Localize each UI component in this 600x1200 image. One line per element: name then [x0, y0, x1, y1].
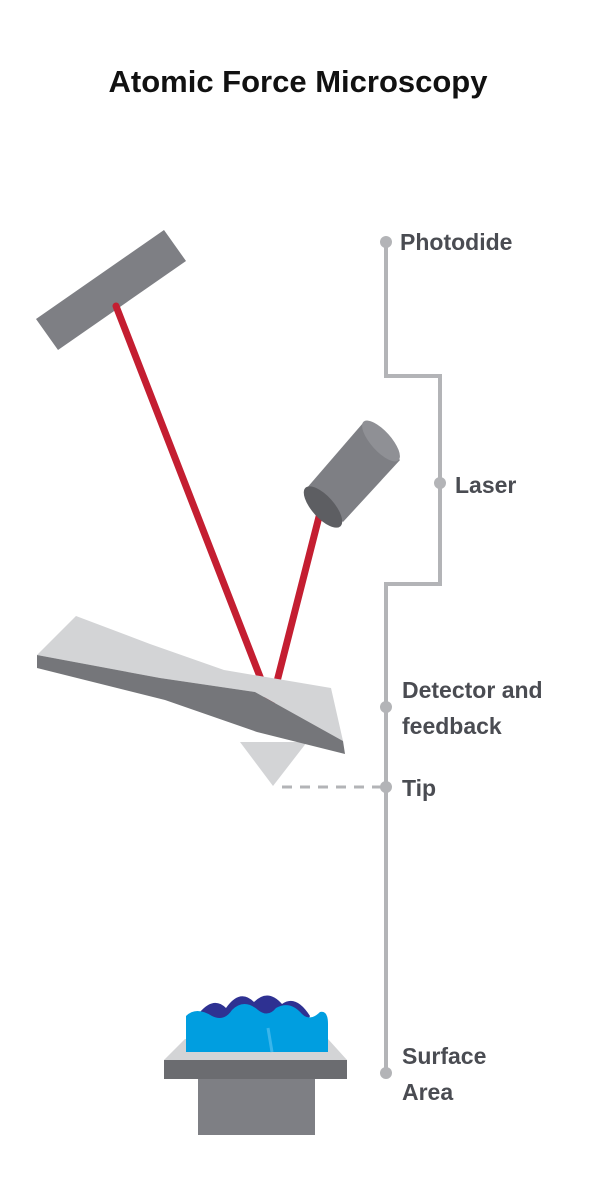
label-connector — [282, 236, 446, 1079]
laser-aperture — [303, 486, 343, 528]
cantilever — [37, 616, 345, 786]
surface-label-line2: Area — [402, 1079, 453, 1105]
tip-dot — [380, 781, 392, 793]
photodiode-label: Photodide — [400, 229, 512, 255]
detector-label-line2: feedback — [402, 713, 502, 739]
sample-seam — [266, 1027, 274, 1053]
page-title: Atomic Force Microscopy — [109, 64, 489, 99]
laser-cap — [362, 420, 400, 462]
laser-label: Laser — [455, 472, 516, 498]
surface-dot — [380, 1067, 392, 1079]
tip-shadow — [240, 742, 307, 786]
incident-laser-beam — [267, 501, 326, 709]
stage-pillar — [198, 1076, 315, 1135]
connector-line — [384, 242, 442, 1073]
tip-label: Tip — [402, 775, 436, 801]
laser-dot — [434, 477, 446, 489]
sample-stage — [164, 995, 347, 1135]
surface-label-line1: Surface — [402, 1043, 486, 1069]
detector-label-line1: Detector and — [402, 677, 543, 703]
detector-dot — [380, 701, 392, 713]
reflected-laser-beam — [112, 302, 275, 709]
cantilever-edge — [37, 655, 345, 754]
photodiode-block — [36, 230, 186, 350]
stage-plate — [164, 1060, 347, 1079]
laser-emitter — [303, 420, 400, 528]
cantilever-top — [37, 616, 343, 741]
sample-surface — [186, 1004, 328, 1052]
photodiode-dot — [380, 236, 392, 248]
